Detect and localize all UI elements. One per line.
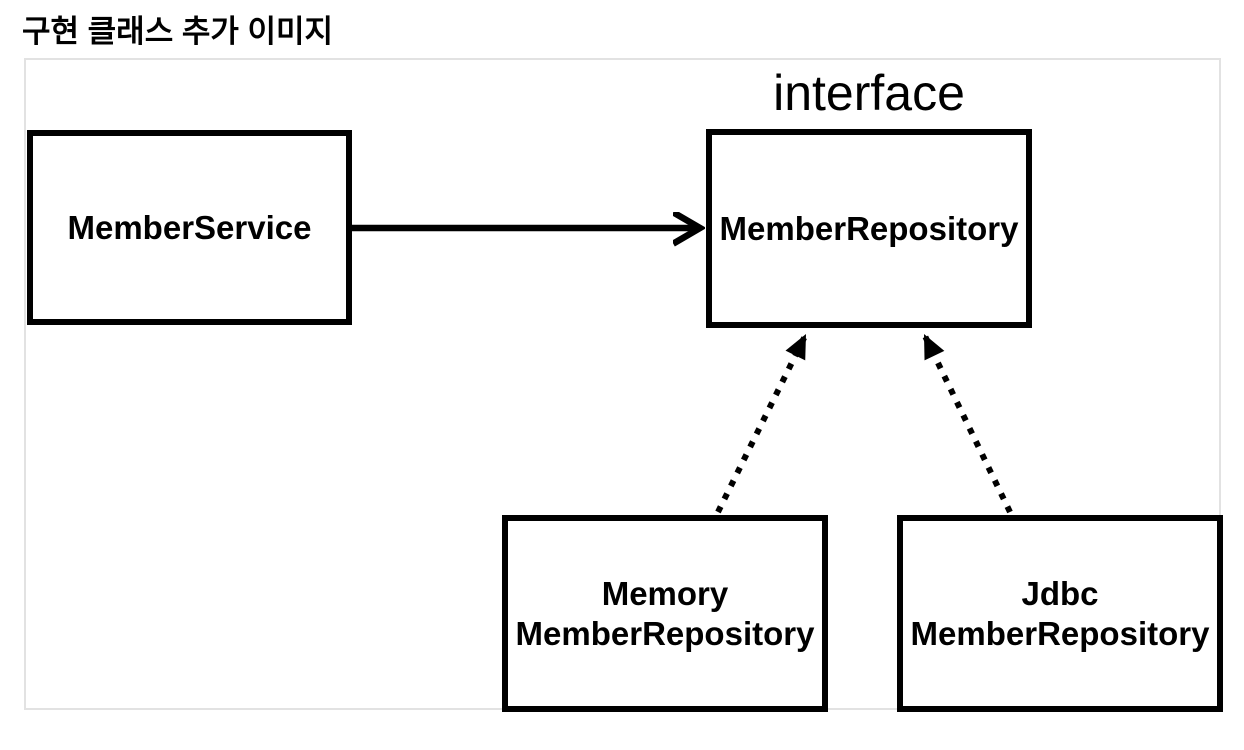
interface-stereotype-label: interface [773,65,965,121]
node-jdbc-member-repository-label-line2: MemberRepository [910,614,1210,652]
node-member-repository: MemberRepository [706,129,1032,328]
node-jdbc-member-repository: Jdbc MemberRepository [897,515,1223,712]
page-title: 구현 클래스 추가 이미지 [22,14,334,49]
node-memory-member-repository: Memory MemberRepository [502,515,828,712]
node-memory-member-repository-label-line1: Memory [601,574,729,612]
node-jdbc-member-repository-label-line1: Jdbc [1021,574,1099,612]
node-member-service-label: MemberService [67,208,312,246]
node-member-repository-label: MemberRepository [719,209,1019,247]
node-member-service: MemberService [27,130,352,325]
node-memory-member-repository-label-line2: MemberRepository [515,614,815,652]
